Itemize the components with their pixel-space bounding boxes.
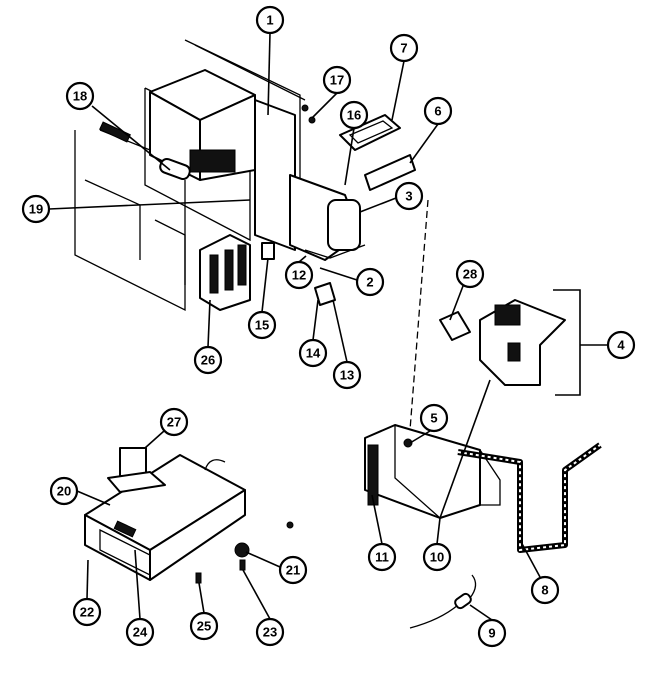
callout-4: 4 xyxy=(606,330,636,360)
callout-3: 3 xyxy=(394,181,424,211)
callout-26: 26 xyxy=(193,345,223,375)
callout-6: 6 xyxy=(423,96,453,126)
gasket-part xyxy=(339,114,401,151)
capacitor-part xyxy=(304,199,366,259)
callout-10: 10 xyxy=(422,542,452,572)
waveguide-part xyxy=(364,424,501,519)
svg-text:7: 7 xyxy=(400,41,407,56)
relay-part xyxy=(107,447,166,493)
svg-text:25: 25 xyxy=(197,619,211,634)
callout-22: 22 xyxy=(72,597,102,627)
relay-block-part xyxy=(199,234,251,311)
svg-text:19: 19 xyxy=(29,202,43,217)
svg-text:4: 4 xyxy=(617,338,625,353)
thermal-switch-part xyxy=(439,311,471,341)
svg-text:26: 26 xyxy=(201,353,215,368)
svg-text:16: 16 xyxy=(347,108,361,123)
svg-text:13: 13 xyxy=(340,368,354,383)
diode-part xyxy=(314,282,336,306)
svg-text:23: 23 xyxy=(263,625,277,640)
svg-text:22: 22 xyxy=(80,605,94,620)
svg-text:11: 11 xyxy=(375,550,389,565)
svg-text:2: 2 xyxy=(366,275,373,290)
callout-28: 28 xyxy=(455,259,485,289)
chassis-frame xyxy=(74,39,306,312)
callout-19: 19 xyxy=(21,194,51,224)
callout-14: 14 xyxy=(298,338,328,368)
callout-15: 15 xyxy=(247,310,277,340)
svg-text:24: 24 xyxy=(133,625,148,640)
callout-20: 20 xyxy=(49,476,79,506)
connector-part xyxy=(261,242,275,260)
svg-text:9: 9 xyxy=(488,626,495,641)
svg-text:28: 28 xyxy=(463,267,477,282)
callout-12: 12 xyxy=(284,260,314,290)
leader-lines xyxy=(48,32,608,621)
callout-21: 21 xyxy=(278,555,308,585)
svg-text:12: 12 xyxy=(292,268,306,283)
magnetron-part xyxy=(479,289,581,396)
bracket-part xyxy=(254,99,296,251)
callout-5: 5 xyxy=(419,403,449,433)
callout-16: 16 xyxy=(339,100,369,130)
callout-25: 25 xyxy=(189,611,219,641)
svg-text:18: 18 xyxy=(73,89,87,104)
callout-17: 17 xyxy=(322,65,352,95)
callout-1: 1 xyxy=(255,5,285,35)
svg-text:14: 14 xyxy=(306,346,321,361)
svg-text:27: 27 xyxy=(167,415,181,430)
callout-7: 7 xyxy=(389,33,419,63)
callout-18: 18 xyxy=(65,81,95,111)
svg-text:10: 10 xyxy=(430,550,444,565)
svg-text:21: 21 xyxy=(286,563,300,578)
thermistor-part xyxy=(409,574,477,629)
callout-13: 13 xyxy=(332,360,362,390)
svg-text:17: 17 xyxy=(330,73,344,88)
svg-text:1: 1 xyxy=(266,13,273,28)
svg-text:8: 8 xyxy=(541,583,548,598)
cover-part xyxy=(364,154,416,191)
callout-23: 23 xyxy=(255,617,285,647)
callout-27: 27 xyxy=(159,407,189,437)
fuse-holder-part xyxy=(159,157,191,181)
svg-text:20: 20 xyxy=(57,484,71,499)
callout-24: 24 xyxy=(125,617,155,647)
svg-text:5: 5 xyxy=(430,411,437,426)
callout-2: 2 xyxy=(355,267,385,297)
callout-8: 8 xyxy=(530,575,560,605)
svg-text:15: 15 xyxy=(255,318,269,333)
svg-text:6: 6 xyxy=(434,104,441,119)
callout-9: 9 xyxy=(477,618,507,648)
base-plate-part xyxy=(84,454,246,581)
svg-text:3: 3 xyxy=(405,189,412,204)
grommet-part xyxy=(234,542,250,558)
callout-11: 11 xyxy=(367,542,397,572)
